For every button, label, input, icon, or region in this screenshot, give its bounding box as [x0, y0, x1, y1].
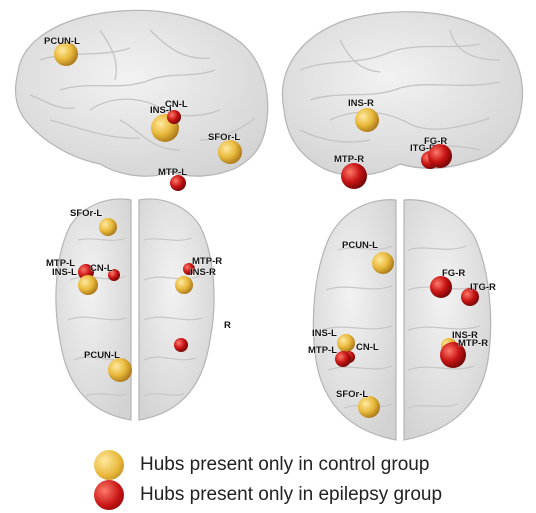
hub-label: SFOr-L — [336, 389, 368, 400]
hub-marker-control — [358, 396, 380, 418]
hub-marker-epilepsy — [167, 110, 181, 124]
hubs-sagittal-left: PCUN-L INS-LCN-L SFOr-L MTP-L — [44, 36, 242, 191]
hub-marker-control — [78, 275, 98, 295]
hub-marker-control — [218, 140, 242, 164]
hub-label: ITG-R — [410, 143, 436, 154]
brain-outline-left-hemisphere — [312, 199, 397, 441]
hub-label: INS-R — [190, 267, 216, 278]
hub-label: INS-L — [52, 267, 77, 278]
hub-label: CN-L — [356, 342, 379, 353]
hub-marker-control — [54, 42, 78, 66]
hub-label: INS-L — [150, 105, 175, 116]
hub-label: MTP-R — [192, 256, 222, 267]
legend-swatch-control — [94, 450, 124, 480]
legend-item-control: Hubs present only in control group — [94, 448, 429, 482]
hub-marker-control — [99, 218, 117, 236]
hub-label: ITG-R — [470, 282, 496, 293]
brain-view-axial-top — [55, 198, 215, 421]
brain-outline-left-hemisphere — [55, 198, 132, 421]
brain-outline — [282, 11, 524, 176]
hub-marker-control — [372, 252, 394, 274]
hub-marker-epilepsy — [461, 288, 479, 306]
brain-outline-right-hemisphere — [403, 199, 492, 441]
legend-swatch-epilepsy — [94, 480, 124, 510]
hub-marker-epilepsy — [440, 342, 466, 368]
hub-marker-control — [175, 276, 193, 294]
hub-label: CN-L — [165, 99, 188, 110]
hub-marker-control — [108, 358, 132, 382]
hub-label: INS-L — [312, 328, 337, 339]
hub-marker-epilepsy — [428, 144, 452, 168]
brain-view-sagittal-left — [14, 9, 269, 177]
hub-label: SFOr-L — [208, 132, 240, 143]
hub-label: INS-R — [348, 98, 374, 109]
brain-view-sagittal-right — [282, 11, 524, 176]
hub-marker-epilepsy — [183, 263, 195, 275]
hub-label: FG-R — [424, 136, 447, 147]
hub-marker-epilepsy — [174, 338, 188, 352]
hub-label: CN-L — [90, 263, 113, 274]
hub-label: INS-R — [452, 330, 478, 341]
hub-label: MTP-R — [458, 338, 488, 349]
hub-label: MTP-L — [158, 167, 187, 178]
hub-label: PCUN-L — [44, 36, 80, 47]
hub-label: MTP-R — [334, 154, 364, 165]
hub-label: SFOr-L — [70, 208, 102, 219]
hub-label: PCUN-L — [342, 240, 378, 251]
legend-text-epilepsy: Hubs present only in epilepsy group — [140, 484, 443, 505]
legend-text-control: Hubs present only in control group — [140, 454, 430, 475]
hub-marker-epilepsy — [170, 175, 186, 191]
brain-outline — [14, 9, 269, 177]
hub-label: FG-R — [442, 268, 465, 279]
brain-outline-right-hemisphere — [138, 198, 215, 421]
hub-marker-control — [355, 108, 379, 132]
hub-marker-epilepsy — [335, 351, 351, 367]
brain-view-axial-bottom — [312, 199, 492, 441]
hubs-layer: PCUN-LINS-LCN-LSFOr-LMTP-LINS-RMTP-RITG-… — [44, 36, 496, 418]
hub-label: MTP-L — [308, 345, 337, 356]
hub-marker-epilepsy — [430, 276, 452, 298]
hub-label: PCUN-L — [84, 350, 120, 361]
hubs-sagittal-right: INS-R MTP-R ITG-RFG-R — [334, 98, 452, 189]
hub-label: MTP-L — [46, 258, 75, 269]
hub-marker-epilepsy — [108, 269, 120, 281]
hub-marker-control — [337, 334, 355, 352]
hub-label: R — [224, 320, 231, 331]
hub-marker-epilepsy — [341, 163, 367, 189]
legend-item-epilepsy: Hubs present only in epilepsy group — [94, 478, 442, 512]
